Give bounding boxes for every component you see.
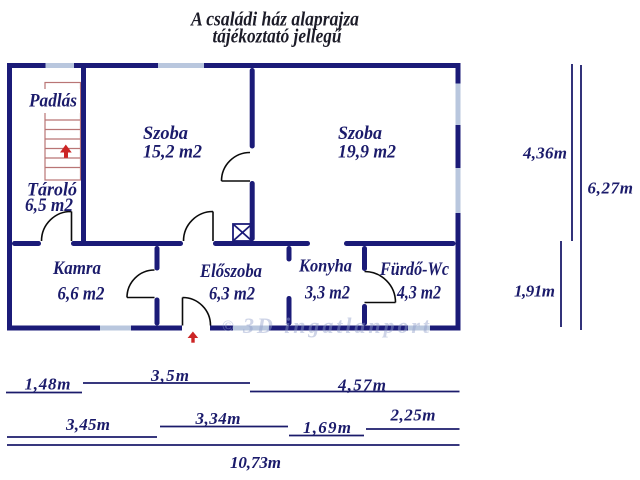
svg-text:3D ingatlanport: 3D ingatlanport — [242, 313, 430, 338]
svg-text:6,5 m2: 6,5 m2 — [25, 195, 73, 216]
svg-text:6,3 m2: 6,3 m2 — [209, 284, 255, 305]
svg-text:4,3 m2: 4,3 m2 — [396, 283, 441, 304]
svg-text:Előszoba: Előszoba — [199, 261, 262, 282]
svg-text:6,27m: 6,27m — [588, 179, 634, 198]
svg-text:4,36m: 4,36m — [522, 144, 567, 163]
svg-text:4,57m: 4,57m — [337, 376, 386, 395]
svg-text:Kamra: Kamra — [52, 258, 101, 279]
svg-text:3,34m: 3,34m — [195, 409, 241, 428]
svg-text:2,25m: 2,25m — [390, 406, 436, 425]
svg-text:Szoba: Szoba — [338, 123, 382, 144]
svg-text:10,73m: 10,73m — [230, 453, 281, 472]
svg-text:©: © — [222, 318, 234, 335]
svg-text:19,9 m2: 19,9 m2 — [338, 142, 396, 163]
svg-text:Padlás: Padlás — [28, 91, 77, 112]
svg-text:1,91m: 1,91m — [514, 282, 555, 301]
svg-text:3,45m: 3,45m — [65, 415, 110, 434]
svg-text:A családi ház alaprajza: A családi ház alaprajza — [189, 9, 359, 31]
svg-text:tájékoztató jellegű: tájékoztató jellegű — [213, 26, 343, 48]
svg-text:Fürdő-Wc: Fürdő-Wc — [379, 259, 449, 280]
svg-text:Konyha: Konyha — [298, 256, 352, 276]
svg-text:3,5m: 3,5m — [150, 366, 189, 385]
svg-text:3,3 m2: 3,3 m2 — [304, 283, 350, 304]
svg-text:6,6 m2: 6,6 m2 — [58, 284, 105, 305]
svg-text:1,48m: 1,48m — [25, 375, 71, 394]
svg-text:Tároló: Tároló — [27, 180, 77, 201]
svg-text:Szoba: Szoba — [143, 123, 188, 144]
svg-text:15,2 m2: 15,2 m2 — [143, 142, 202, 163]
